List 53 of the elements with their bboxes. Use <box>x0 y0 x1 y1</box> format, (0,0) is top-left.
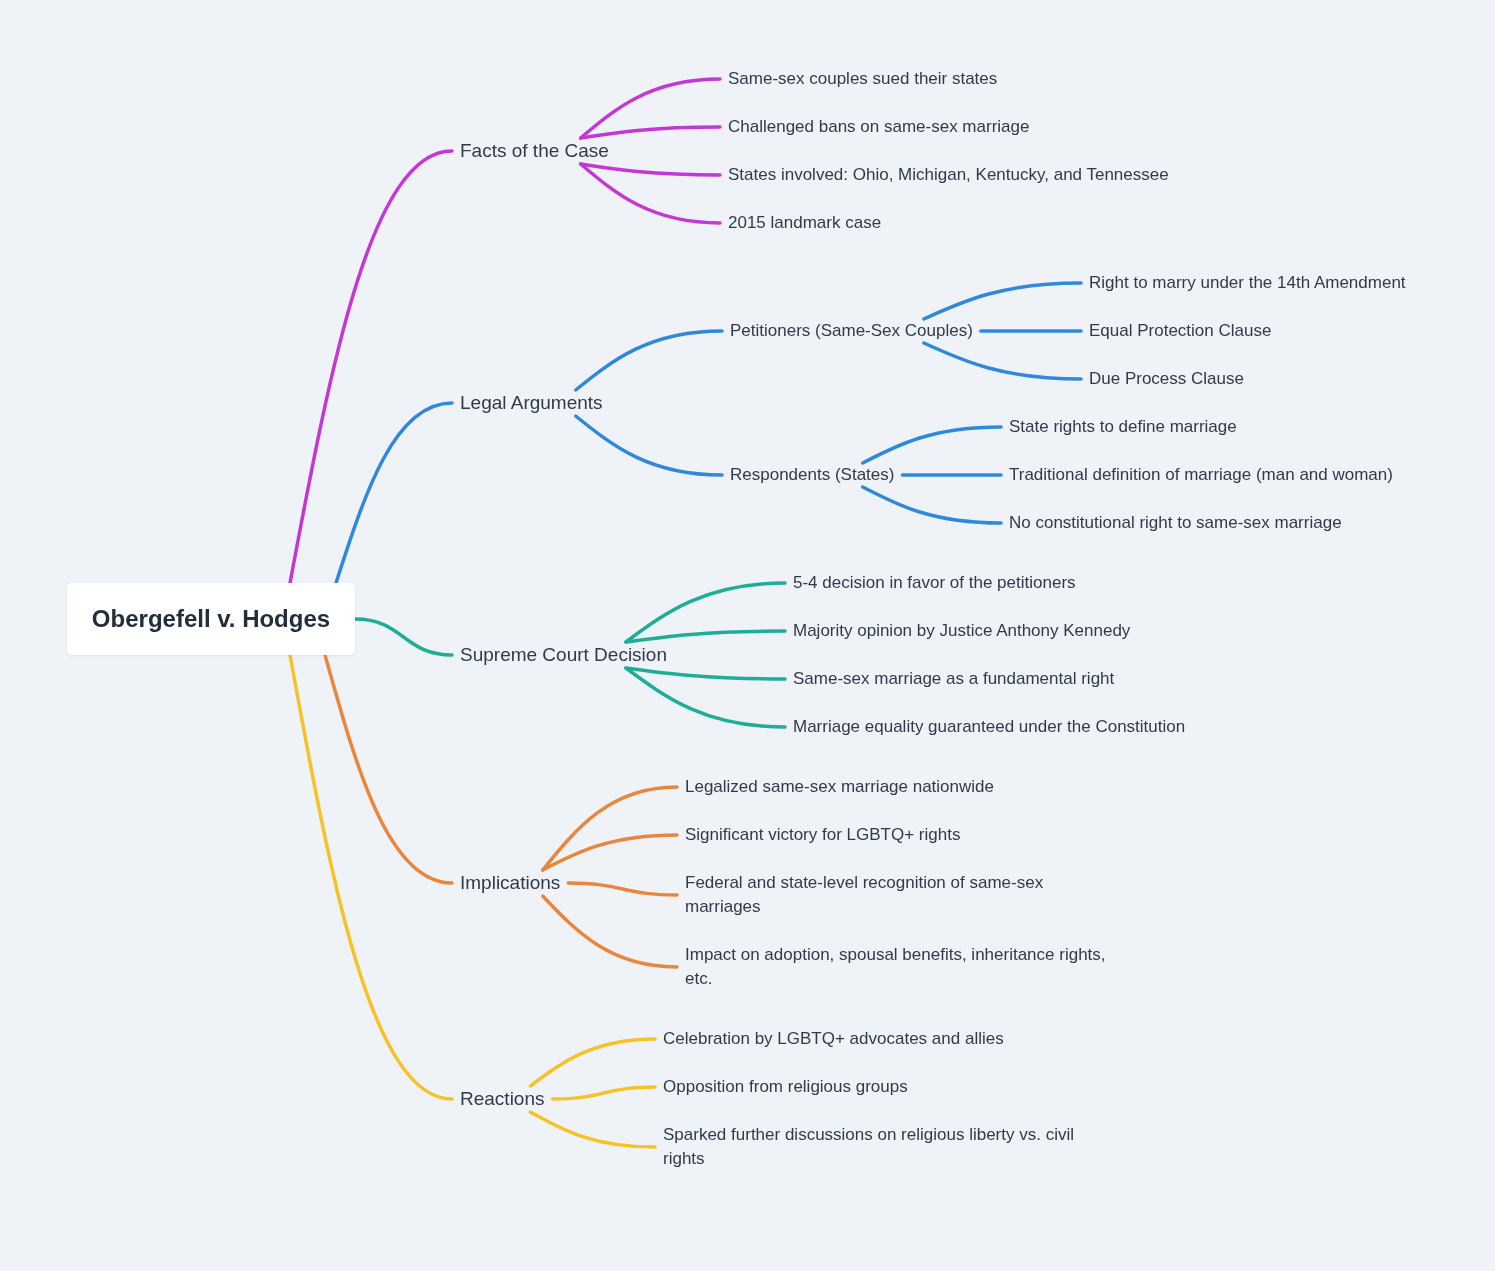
leaf-topic: Traditional definition of marriage (man and woman) <box>1001 463 1401 487</box>
leaf-topic: Same-sex couples sued their states <box>720 67 1006 91</box>
connector-line <box>861 425 1003 465</box>
connector-line <box>550 1085 657 1101</box>
leaf-topic: Significant victory for LGBTQ+ rights <box>677 823 969 847</box>
branch-topic: Facts of the Case <box>452 138 617 164</box>
leaf-topic: Due Process Clause <box>1081 367 1252 391</box>
connector-line <box>624 666 787 681</box>
leaf-topic: Impact on adoption, spousal benefits, inheritance rights, etc. <box>677 943 1130 991</box>
connector-line <box>979 329 1083 333</box>
connector-line <box>541 833 679 872</box>
leaf-topic: States involved: Ohio, Michigan, Kentucky, and Tennessee <box>720 163 1177 187</box>
branch-topic: Supreme Court Decision <box>452 642 675 668</box>
leaf-topic: Sparked further discussions on religious liberty vs. civil rights <box>655 1123 1101 1171</box>
connector-line <box>323 653 454 885</box>
connector-line <box>288 653 454 1101</box>
leaf-topic: Challenged bans on same-sex marriage <box>720 115 1038 139</box>
connector-line <box>528 1110 657 1149</box>
leaf-topic: Same-sex marriage as a fundamental right <box>785 667 1123 691</box>
connector-line <box>528 1037 657 1088</box>
connector-line <box>624 629 787 644</box>
connector-line <box>541 894 679 969</box>
connector-line <box>566 881 679 897</box>
leaf-topic: No constitutional right to same-sex marriage <box>1001 511 1350 535</box>
branch-topic: Implications <box>452 870 569 896</box>
leaf-topic: Opposition from religious groups <box>655 1075 916 1099</box>
leaf-topic: Right to marry under the 14th Amendment <box>1081 271 1414 295</box>
connector-line <box>624 666 787 729</box>
connector-line <box>578 125 722 140</box>
leaf-topic: Legalized same-sex marriage nationwide <box>677 775 1002 799</box>
branch-topic: Reactions <box>452 1086 553 1112</box>
leaf-topic: State rights to define marriage <box>1001 415 1245 439</box>
leaf-topic: 5-4 decision in favor of the petitioners <box>785 571 1084 595</box>
connector-line <box>922 281 1083 321</box>
connector-line <box>288 149 454 585</box>
connector-line <box>861 485 1003 525</box>
connector-line <box>578 162 722 225</box>
central-topic: Obergefell v. Hodges <box>67 583 355 655</box>
connector-line <box>573 414 724 477</box>
leaf-topic: Majority opinion by Justice Anthony Kennedy <box>785 619 1139 643</box>
leaf-topic: Celebration by LGBTQ+ advocates and allies <box>655 1027 1012 1051</box>
leaf-topic: Equal Protection Clause <box>1081 319 1280 343</box>
leaf-topic: Federal and state-level recognition of same-sex marriages <box>677 871 1083 919</box>
sub-topic: Petitioners (Same-Sex Couples) <box>722 319 981 343</box>
leaf-topic: 2015 landmark case <box>720 211 890 235</box>
connector-line <box>900 473 1003 477</box>
branch-topic: Legal Arguments <box>452 390 611 416</box>
connector-line <box>573 329 724 392</box>
connector-line <box>334 401 454 585</box>
leaf-topic: Marriage equality guaranteed under the Constitution <box>785 715 1194 739</box>
connector-line <box>922 341 1083 381</box>
connector-line <box>353 617 454 657</box>
sub-topic: Respondents (States) <box>722 463 903 487</box>
